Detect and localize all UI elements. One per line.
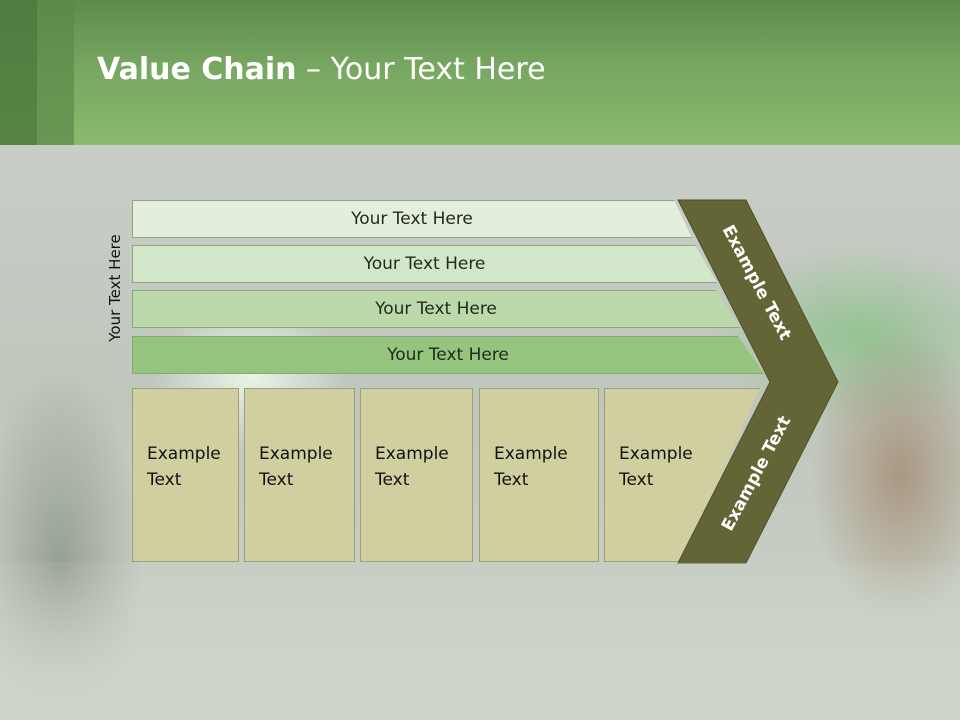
box-line: Text bbox=[259, 470, 294, 490]
reflection-fade bbox=[0, 562, 960, 720]
box-line: Text bbox=[147, 470, 182, 490]
slide-title-rest: – Your Text Here bbox=[296, 52, 546, 87]
activity-box: Example Text bbox=[479, 388, 599, 562]
box-line: Example bbox=[619, 444, 693, 464]
row-bar: Your Text Here bbox=[132, 290, 740, 328]
header-accent-strip bbox=[0, 0, 37, 145]
row-bar-label: Your Text Here bbox=[351, 209, 473, 229]
side-label: Your Text Here bbox=[106, 234, 124, 342]
activity-box: Example Text bbox=[360, 388, 473, 562]
box-line: Text bbox=[494, 470, 529, 490]
box-line: Example bbox=[375, 444, 449, 464]
box-line: Example bbox=[259, 444, 333, 464]
activity-box: Example Text bbox=[244, 388, 355, 562]
row-bar-label: Your Text Here bbox=[387, 345, 509, 365]
title-bar: Value Chain – Your Text Here bbox=[0, 0, 960, 145]
slide-title: Value Chain – Your Text Here bbox=[97, 52, 546, 87]
header-accent-strip bbox=[37, 0, 74, 145]
row-bar: Your Text Here bbox=[132, 336, 764, 374]
row-bar: Your Text Here bbox=[132, 245, 717, 283]
row-bar: Your Text Here bbox=[132, 200, 692, 238]
box-line: Example bbox=[147, 444, 221, 464]
activity-box: Example Text bbox=[132, 388, 239, 562]
box-line: Example bbox=[494, 444, 568, 464]
slide-title-bold: Value Chain bbox=[97, 52, 297, 87]
box-line: Text bbox=[375, 470, 410, 490]
row-bar-label: Your Text Here bbox=[363, 254, 486, 274]
row-bar-label: Your Text Here bbox=[375, 299, 497, 319]
box-line: Text bbox=[619, 470, 654, 490]
